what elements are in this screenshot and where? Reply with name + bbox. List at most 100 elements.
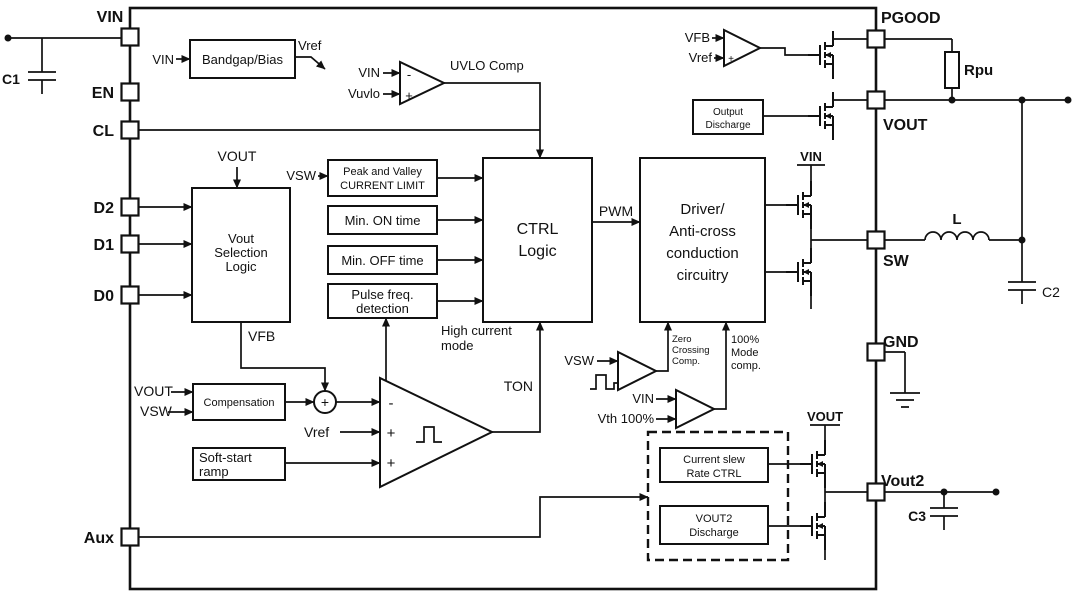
svg-text:Crossing: Crossing: [672, 345, 710, 356]
external-labels: C1 Rpu L C2 C3: [2, 51, 1060, 524]
pgood-plus: +: [728, 54, 734, 65]
mode100-comparator: VIN Vth 100% 100% Mode comp.: [598, 334, 761, 430]
comp-vsw-label: VSW: [140, 403, 173, 419]
pin-aux: [120, 527, 140, 547]
svg-text:Driver/: Driver/: [680, 201, 725, 218]
vfb-wire: [240, 322, 329, 392]
svg-text:Logic: Logic: [518, 243, 556, 260]
vout2-control-group: Current slew Rate CTRL VOUT2 Discharge: [646, 430, 790, 562]
mode100-vth-label: Vth 100%: [598, 411, 655, 426]
rpu-label: Rpu: [964, 62, 993, 79]
svg-text:Mode: Mode: [731, 347, 759, 359]
mode100-out: [714, 321, 730, 410]
comp-vout-label: VOUT: [134, 383, 173, 399]
svg-text:VOUT2: VOUT2: [696, 513, 733, 525]
svg-text:Output: Output: [713, 107, 743, 118]
pgood-vref-label: Vref: [689, 50, 713, 65]
rpu-resistor: [944, 51, 960, 89]
uvlo-minus: -: [407, 67, 411, 82]
svg-text:Pulse freq.: Pulse freq.: [351, 287, 413, 302]
uvlo-title: UVLO Comp: [450, 58, 524, 73]
svg-text:ramp: ramp: [199, 464, 229, 479]
l-label: L: [952, 211, 961, 228]
vout-rail: [884, 99, 1068, 240]
pin-d0: [120, 285, 140, 305]
vin-fet-label: VIN: [800, 149, 822, 164]
pulse-ref-glyph: [590, 374, 618, 390]
bandgap-vin-label: VIN: [152, 52, 174, 67]
pin-pgood: [866, 29, 886, 49]
pin-label-d1: D1: [94, 237, 115, 254]
pins: VIN EN CL D2 D1 D0 Aux PGOOD VOUT SW GND…: [84, 9, 941, 547]
uvlo-out-wire: [444, 82, 544, 159]
pin-label-vout: VOUT: [883, 117, 928, 134]
zero-crossing-comparator: VSW Zero Crossing Comp.: [564, 334, 710, 392]
junction-dots: [4, 34, 1072, 496]
uvlo-comparator: - + VIN Vuvlo UVLO Comp: [348, 58, 524, 106]
pin-label-pgood: PGOOD: [881, 10, 941, 27]
pin-vout: [866, 90, 886, 110]
pin-label-d2: D2: [94, 200, 115, 217]
vout-top-label: VOUT: [218, 148, 257, 164]
uvlo-plus: +: [405, 88, 413, 103]
block-vout2-discharge: VOUT2 Discharge: [659, 505, 769, 545]
vout-fet-label: VOUT: [807, 409, 843, 424]
mode100-vin-label: VIN: [632, 391, 654, 406]
ton-label: TON: [504, 378, 533, 394]
c1-capacitor: [28, 38, 56, 94]
svg-text:conduction: conduction: [666, 245, 739, 262]
zc-vsw-label: VSW: [564, 353, 594, 368]
pin-vin: [120, 27, 140, 47]
pwm-label: PWM: [599, 203, 633, 219]
block-bandgap: Bandgap/Bias VIN Vref: [152, 38, 322, 79]
pin-label-en: EN: [92, 85, 114, 102]
block-min-on: Min. ON time: [327, 205, 438, 235]
svg-text:Min. ON time: Min. ON time: [345, 213, 421, 228]
svg-text:Current slew: Current slew: [683, 454, 745, 466]
block-current-slew: Current slew Rate CTRL: [659, 447, 769, 483]
summing-junction: +: [313, 390, 337, 414]
main-comp-plus2: +: [387, 455, 396, 472]
svg-text:Min. OFF time: Min. OFF time: [341, 253, 423, 268]
main-comp-plus1: +: [387, 425, 396, 442]
pin-label-vin: VIN: [97, 9, 124, 26]
pin-d2: [120, 197, 140, 217]
vsw-cl-label: VSW: [286, 168, 316, 183]
vfb-label: VFB: [248, 328, 275, 344]
bandgap-label: Bandgap/Bias: [202, 52, 283, 67]
uvlo-vuvlo-label: Vuvlo: [348, 86, 380, 101]
high-current-label-1: High current: [441, 323, 512, 338]
pin-label-aux: Aux: [84, 530, 114, 547]
c3-capacitor: [930, 492, 958, 530]
svg-text:Selection: Selection: [214, 245, 267, 260]
pin-gnd: [866, 342, 886, 362]
vref-in-label: Vref: [304, 424, 329, 440]
main-comp-minus: -: [389, 395, 394, 412]
pin-label-vout2: Vout2: [881, 473, 924, 490]
mosfets: VIN VOUT: [785, 30, 843, 551]
pin-en: [120, 82, 140, 102]
c2-label: C2: [1042, 284, 1060, 300]
block-driver: Driver/ Anti-cross conduction circuitry: [639, 157, 766, 323]
svg-text:Anti-cross: Anti-cross: [669, 223, 736, 240]
uvlo-vin-label: VIN: [358, 65, 380, 80]
block-soft-start: Soft-start ramp: [192, 447, 286, 481]
block-compensation: Compensation VOUT VSW: [134, 383, 286, 421]
vin-feed: [797, 164, 825, 181]
block-output-discharge: Output Discharge: [692, 99, 764, 135]
svg-text:Discharge: Discharge: [689, 527, 739, 539]
svg-text:CURRENT LIMIT: CURRENT LIMIT: [340, 180, 425, 192]
dashed-outline: [646, 430, 790, 562]
main-comparator: - + + Vref: [304, 376, 495, 489]
inductor: [924, 231, 990, 241]
svg-text:detection: detection: [356, 301, 409, 316]
ton-wire: [492, 321, 544, 433]
block-pulse-freq: Pulse freq. detection: [327, 283, 438, 319]
vout-feed: [810, 424, 840, 440]
pin-label-sw: SW: [883, 253, 910, 270]
svg-text:Rate CTRL: Rate CTRL: [686, 468, 741, 480]
block-current-limit: Peak and Valley CURRENT LIMIT VSW: [286, 159, 438, 197]
aux-wire: [138, 493, 649, 538]
svg-text:Comp.: Comp.: [672, 356, 700, 367]
